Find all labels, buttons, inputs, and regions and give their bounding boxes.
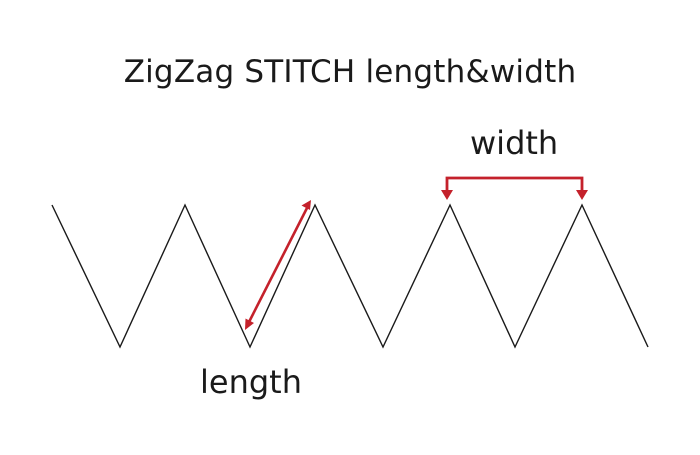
width-label: width — [470, 124, 559, 162]
width-arrow — [441, 176, 588, 200]
length-arrow — [245, 200, 311, 330]
diagram-title: ZigZag STITCH length&width — [123, 54, 577, 90]
length-label: length — [200, 363, 302, 401]
zigzag-stitch-line — [51, 203, 649, 349]
